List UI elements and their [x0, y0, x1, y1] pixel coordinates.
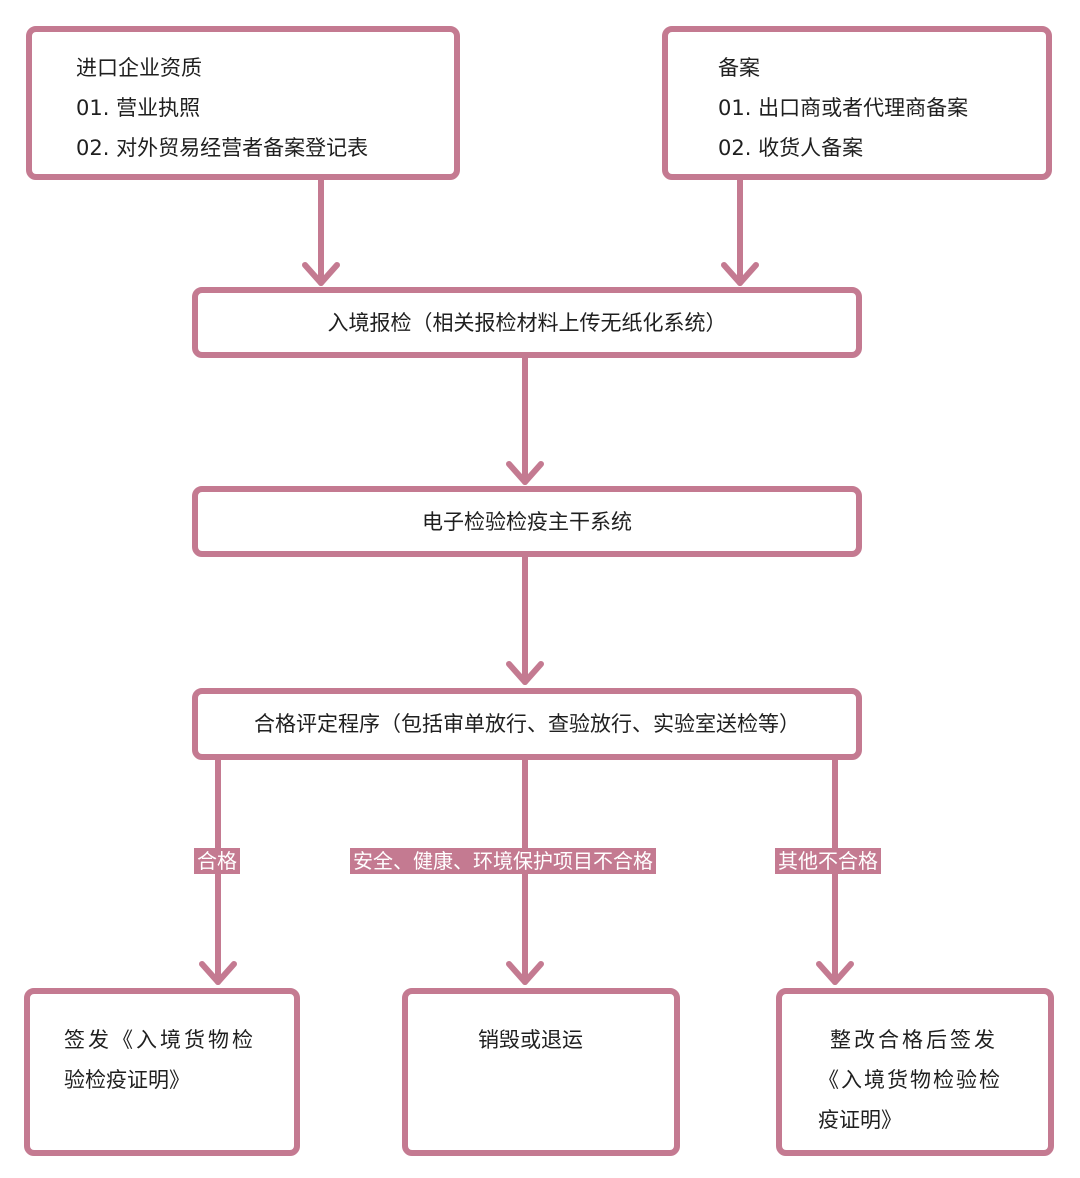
edge-label-qualified: 合格	[194, 848, 240, 874]
node-issue-certificate: 签发《入境货物检 验检疫证明》	[24, 988, 300, 1156]
node-item: 02. 对外贸易经营者备案登记表	[76, 136, 369, 160]
node-title: 备案	[718, 56, 760, 80]
node-rectify-then-issue: 整改合格后签发 《入境货物检验检 疫证明》	[776, 988, 1054, 1156]
node-line: 验检疫证明》	[64, 1068, 190, 1092]
arrowhead-filing-to-entry	[721, 262, 759, 286]
node-line: 疫证明》	[818, 1108, 902, 1132]
node-label: 合格评定程序（包括审单放行、查验放行、实验室送检等）	[254, 712, 800, 736]
node-line: 签发《入境货物检	[64, 1028, 256, 1052]
arrowhead-qualification-to-entry	[302, 262, 340, 286]
node-item: 01. 出口商或者代理商备案	[718, 96, 969, 120]
edge-label-safety-fail: 安全、健康、环境保护项目不合格	[350, 848, 656, 874]
arrowhead-system-to-assessment	[506, 661, 544, 685]
node-label: 电子检验检疫主干系统	[422, 509, 632, 534]
node-item: 01. 营业执照	[76, 96, 201, 120]
arrowhead-assessment-to-rectify	[816, 961, 854, 985]
node-entry-inspection: 入境报检（相关报检材料上传无纸化系统）	[192, 287, 862, 358]
node-destroy-or-return: 销毁或退运	[402, 988, 680, 1156]
arrowhead-assessment-to-destroy	[506, 961, 544, 985]
node-import-qualification: 进口企业资质 01. 营业执照 02. 对外贸易经营者备案登记表	[26, 26, 460, 180]
node-line: 《入境货物检验检	[818, 1068, 1002, 1092]
node-filing: 备案 01. 出口商或者代理商备案 02. 收货人备案	[662, 26, 1052, 180]
node-line: 整改合格后签发	[830, 1028, 998, 1052]
node-e-ciq-system: 电子检验检疫主干系统	[192, 486, 862, 557]
arrowhead-assessment-to-certificate	[199, 961, 237, 985]
node-item: 02. 收货人备案	[718, 136, 864, 160]
node-line: 销毁或退运	[478, 1028, 583, 1052]
edge-label-other-fail: 其他不合格	[775, 848, 881, 874]
node-title: 进口企业资质	[76, 56, 202, 80]
arrowhead-entry-to-system	[506, 461, 544, 485]
node-label: 入境报检（相关报检材料上传无纸化系统）	[327, 310, 727, 335]
node-conformity-assessment: 合格评定程序（包括审单放行、查验放行、实验室送检等）	[192, 688, 862, 760]
